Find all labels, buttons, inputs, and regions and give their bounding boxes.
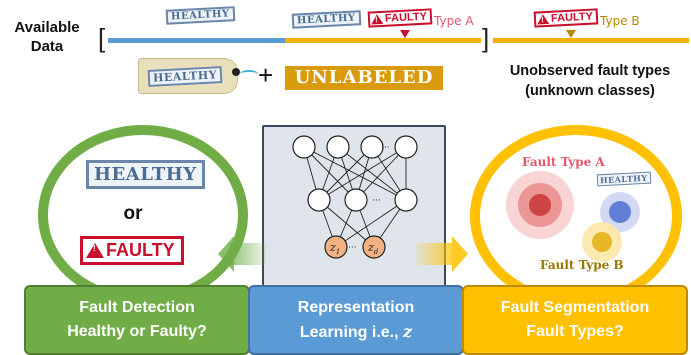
fault-type-a-cluster-label: Fault Type A — [522, 155, 605, 169]
faulty-stamp-text: FAULTY — [384, 10, 428, 25]
latent-zd-label: zd — [367, 241, 379, 256]
fault-segmentation-box: Fault Segmentation Fault Types? — [462, 285, 688, 355]
faulty-stamp-text: FAULTY — [106, 240, 175, 260]
or-label: or — [123, 203, 143, 224]
type-a-label: Type A — [434, 14, 474, 28]
tag-string-icon — [240, 70, 258, 78]
warning-icon — [86, 243, 104, 258]
unlabeled-banner: UNLABELED — [285, 66, 443, 90]
fault-detection-box: Fault Detection Healthy or Faulty? — [24, 285, 250, 355]
fault-segmentation-question: Fault Types? — [526, 323, 624, 340]
available-data-label: Available Data — [14, 19, 80, 55]
type-b-label: Type B — [600, 14, 640, 28]
representation-subtitle: Learning i.e., z — [299, 321, 413, 341]
representation-learning-box: Representation Learning i.e., z — [248, 285, 464, 355]
unobserved-data-line — [493, 38, 689, 43]
fault-detection-question: Healthy or Faulty? — [67, 323, 207, 340]
type-a-marker-icon — [400, 30, 410, 38]
warning-icon — [536, 13, 550, 25]
cluster-plot-icon — [506, 171, 640, 262]
faulty-stamp-type-a: FAULTY — [367, 8, 433, 28]
healthy-stamp-1: HEALTHY — [165, 6, 235, 25]
unobserved-fault-types-label: Unobserved fault types (unknown classes) — [509, 63, 671, 99]
latent-dots: ··· — [348, 243, 357, 253]
faulty-stamp-large: FAULTY — [80, 236, 184, 265]
healthy-stamp-large: HEALTHY — [86, 160, 205, 189]
hidden-dots: ··· — [372, 196, 381, 206]
arrow-to-detection — [230, 243, 266, 265]
segmentation-circle — [470, 125, 682, 307]
faulty-stamp-type-b: FAULTY — [533, 8, 599, 28]
fault-detection-title: Fault Detection — [79, 299, 195, 316]
type-a-data-line — [285, 38, 481, 43]
healthy-stamp-2: HEALTHY — [291, 10, 361, 29]
detection-circle — [38, 125, 248, 305]
type-b-marker-icon — [566, 30, 576, 38]
arrow-right-icon — [452, 236, 468, 272]
healthy-data-line — [108, 38, 285, 43]
arrow-left-icon — [218, 236, 234, 272]
plus-sign: + — [258, 60, 274, 90]
fault-segmentation-title: Fault Segmentation — [500, 299, 650, 316]
neural-network-icon: ··· ··· ··· z1 zd — [292, 135, 418, 259]
close-bracket: ] — [482, 23, 490, 53]
warning-icon — [370, 13, 384, 25]
fault-type-b-cluster-label: Fault Type B — [540, 258, 624, 272]
representation-title: Representation — [297, 298, 415, 316]
tag-hole-icon — [232, 68, 240, 76]
latent-z1-label: z1 — [329, 241, 340, 256]
open-bracket: [ — [98, 23, 106, 53]
faulty-stamp-text: FAULTY — [550, 10, 594, 25]
input-dots: ··· — [381, 143, 390, 153]
arrow-to-segmentation — [416, 243, 452, 265]
